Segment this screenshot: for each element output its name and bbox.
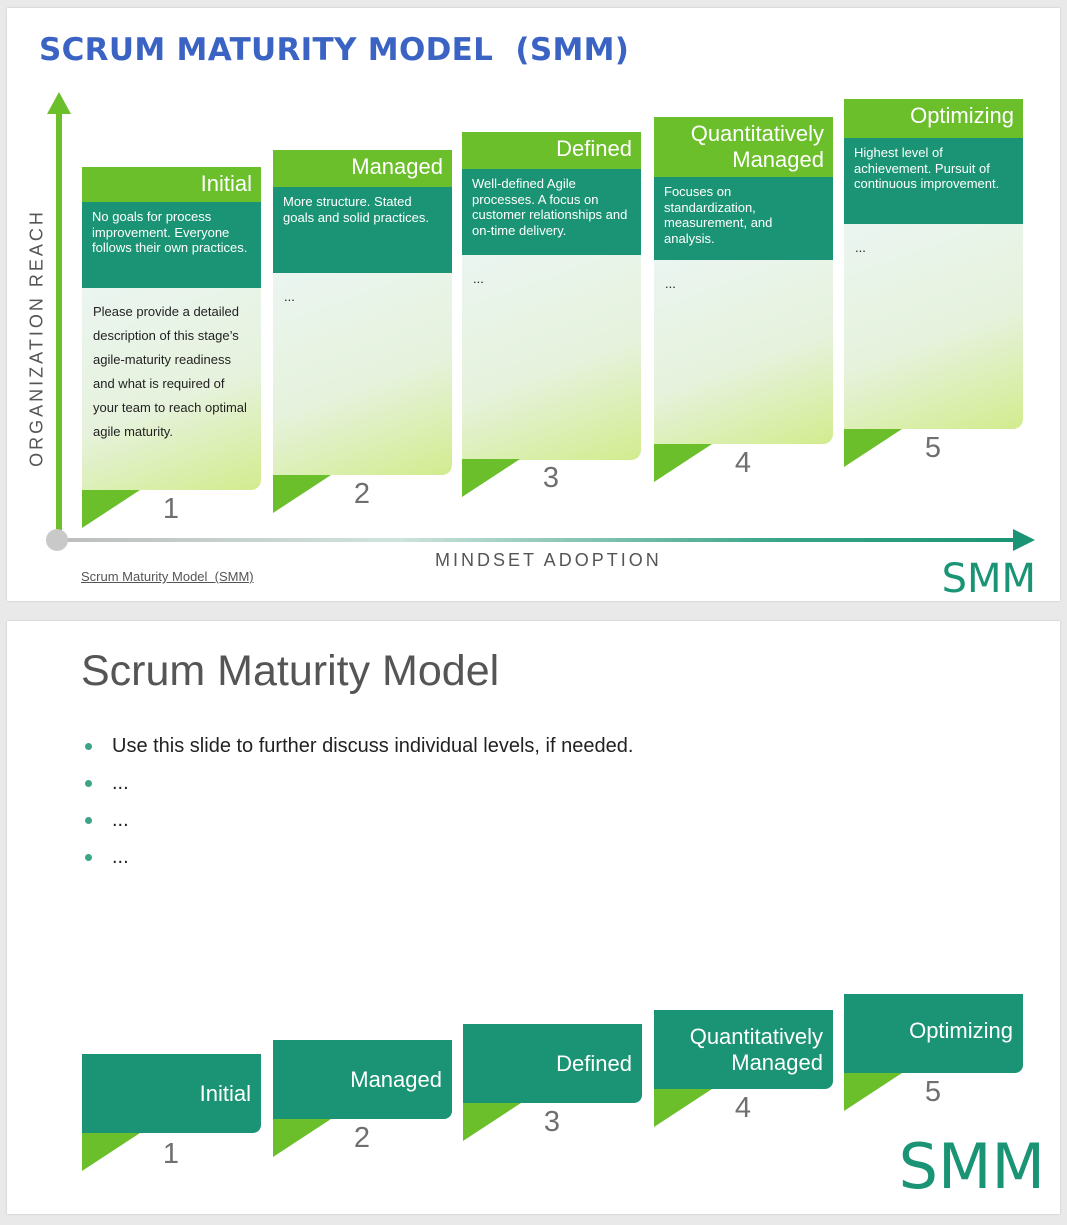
step-detail: ... <box>273 273 452 475</box>
step-number: 5 <box>924 1076 942 1108</box>
step-flag <box>654 444 712 482</box>
step-number: 2 <box>353 478 371 510</box>
step-number: 2 <box>353 1122 371 1154</box>
smm-brand: SMM <box>941 556 1036 601</box>
step-flag <box>82 490 140 528</box>
step-flag <box>463 1103 521 1141</box>
step-number: 4 <box>734 447 752 479</box>
slide-2-title: Scrum Maturity Model <box>81 647 500 695</box>
step-number: 1 <box>162 1138 180 1170</box>
level-tab-label: Optimizing <box>844 994 1023 1073</box>
step-summary: Highest level of achievement. Pursuit of… <box>844 138 1023 224</box>
smm-brand: SMM <box>898 1130 1045 1203</box>
bullet-list: Use this slide to further discuss indivi… <box>83 734 633 882</box>
step-detail: ... <box>844 224 1023 429</box>
step-flag <box>844 1073 902 1111</box>
level-tab-label: Quantitatively Managed <box>654 1010 833 1089</box>
step-title: Defined <box>462 132 641 169</box>
level-tab-label: Initial <box>82 1054 261 1133</box>
axis-origin-dot <box>46 529 68 551</box>
bullet-item: ... <box>83 845 633 882</box>
step-flag <box>462 459 520 497</box>
y-axis-label: ORGANIZATION REACH <box>26 209 47 467</box>
step-number: 4 <box>734 1092 752 1124</box>
bullet-item: Use this slide to further discuss indivi… <box>83 734 633 771</box>
step-number: 3 <box>543 1106 561 1138</box>
x-axis-line <box>59 538 1017 542</box>
step-summary: Focuses on standardization, measurement,… <box>654 177 833 260</box>
footer-link[interactable]: Scrum Maturity Model (SMM) <box>81 569 254 584</box>
step-detail: ... <box>462 255 641 460</box>
slide-title: SCRUM MATURITY MODEL (SMM) <box>39 32 630 68</box>
step-flag <box>844 429 902 467</box>
x-axis-label: MINDSET ADOPTION <box>435 550 662 570</box>
step-title: Optimizing <box>844 99 1023 138</box>
step-detail: ... <box>654 260 833 444</box>
slide-2: Scrum Maturity Model Use this slide to f… <box>7 621 1060 1214</box>
y-axis-arrowhead <box>47 92 71 114</box>
slide-1: SCRUM MATURITY MODEL (SMM) ORGANIZATION … <box>7 8 1060 601</box>
step-number: 3 <box>542 462 560 494</box>
step-flag <box>82 1133 140 1171</box>
step-number: 5 <box>924 432 942 464</box>
step-detail: Please provide a detailed description of… <box>82 288 261 490</box>
step-title: Quantitatively Managed <box>654 117 833 177</box>
x-axis-arrowhead <box>1013 529 1035 551</box>
step-title: Initial <box>82 167 261 202</box>
step-number: 1 <box>162 493 180 525</box>
step-summary: Well-defined Agile processes. A focus on… <box>462 169 641 255</box>
step-flag <box>654 1089 712 1127</box>
step-summary: No goals for process improvement. Everyo… <box>82 202 261 288</box>
level-tab-label: Defined <box>463 1024 642 1103</box>
step-summary: More structure. Stated goals and solid p… <box>273 187 452 273</box>
bullet-item: ... <box>83 808 633 845</box>
bullet-item: ... <box>83 771 633 808</box>
step-title: Managed <box>273 150 452 187</box>
y-axis-line <box>56 106 62 540</box>
step-flag <box>273 1119 331 1157</box>
step-flag <box>273 475 331 513</box>
level-tab-label: Managed <box>273 1040 452 1119</box>
